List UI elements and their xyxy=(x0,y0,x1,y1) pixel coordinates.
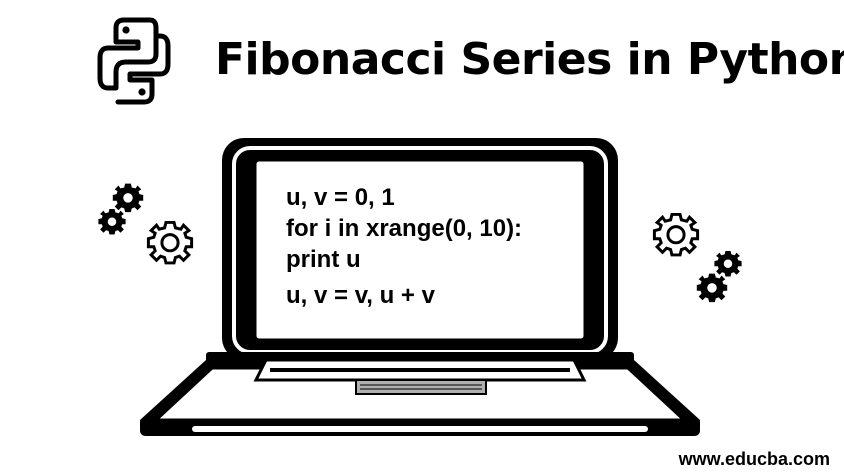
laptop-base xyxy=(140,358,700,436)
page-title: Fibonacci Series in Python xyxy=(215,34,844,85)
gear-icon xyxy=(98,208,126,235)
python-logo-icon xyxy=(97,17,171,105)
right-gear-cluster xyxy=(652,212,742,303)
speaker-grill xyxy=(355,379,487,395)
code-line: u, v = 0, 1 xyxy=(286,184,395,211)
gear-icon xyxy=(652,212,700,257)
gear-icon xyxy=(714,250,742,277)
code-line: for i in xrange(0, 10): xyxy=(286,215,523,242)
code-block: u, v = 0, 1 for i in xrange(0, 10): prin… xyxy=(286,186,522,315)
watermark: www.educba.com xyxy=(678,449,830,469)
code-line: print u xyxy=(286,246,361,273)
gear-icon xyxy=(146,220,194,265)
gear-icon xyxy=(112,183,144,213)
left-gear-cluster xyxy=(98,183,194,265)
gear-icon xyxy=(696,273,728,303)
code-line: u, v = v, u + v xyxy=(286,282,435,309)
